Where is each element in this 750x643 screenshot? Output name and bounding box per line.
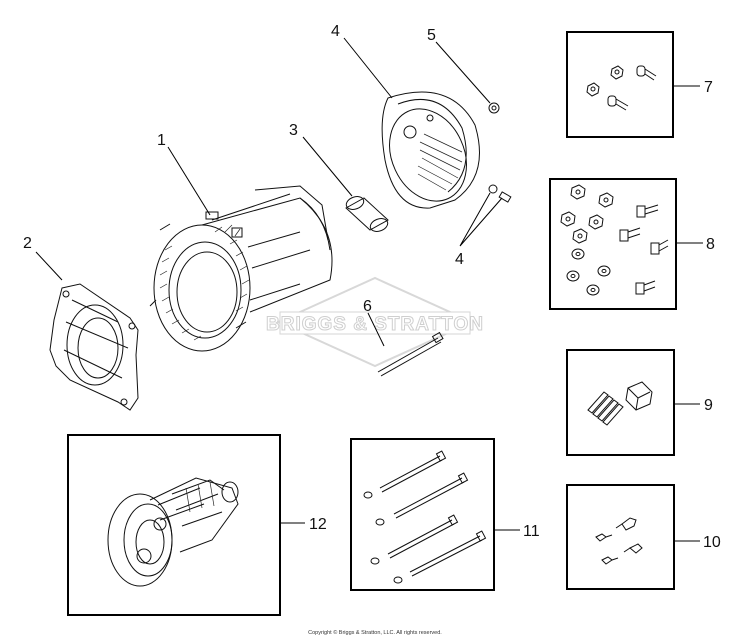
callout-10: 10 xyxy=(703,534,721,551)
part-6-through-bolt xyxy=(377,331,444,377)
terminal-lug-icon xyxy=(595,517,643,565)
stud-bolt-icon xyxy=(379,450,487,577)
part-1-stator-housing xyxy=(149,185,333,352)
connector-housing-icon xyxy=(625,381,653,411)
kit-box-10 xyxy=(566,484,700,590)
callout-6: 6 xyxy=(363,298,372,315)
hex-nut-icon xyxy=(560,184,614,244)
kit-box-7 xyxy=(566,31,700,138)
callout-4-fan-cover: 4 xyxy=(331,23,340,40)
kit-box-8 xyxy=(549,178,703,310)
leader-lines xyxy=(35,37,503,347)
part-3-cap xyxy=(345,196,389,232)
callout-labels: 1 2 3 4 5 4 6 7 8 9 10 11 12 xyxy=(23,23,721,551)
svg-text:BRIGGS & STRATTON: BRIGGS & STRATTON xyxy=(266,314,484,335)
hex-nut-icon xyxy=(586,65,624,97)
rotor-assembly-icon xyxy=(107,477,239,587)
brand-watermark: BRIGGS & STRATTON xyxy=(266,276,484,368)
kit-box-9 xyxy=(566,349,700,456)
washer-icon xyxy=(566,248,611,296)
washer-icon xyxy=(363,491,403,584)
callout-11: 11 xyxy=(523,523,540,540)
callout-2: 2 xyxy=(23,235,32,252)
callout-7: 7 xyxy=(704,79,713,96)
bolt-icon xyxy=(607,65,657,111)
part-4-screws xyxy=(488,184,512,203)
callout-8: 8 xyxy=(706,236,715,253)
copyright-notice: Copyright © Briggs & Stratton, LLC. All … xyxy=(308,630,442,636)
kit-box-12-rotor xyxy=(67,434,305,616)
callout-4-screws: 4 xyxy=(455,251,464,268)
part-4-fan-cover xyxy=(381,91,480,209)
callout-1: 1 xyxy=(157,132,166,149)
callout-12: 12 xyxy=(309,516,327,533)
connector-terminals-icon xyxy=(587,391,624,426)
callout-9: 9 xyxy=(704,397,713,414)
callout-3: 3 xyxy=(289,122,298,139)
part-5-nut xyxy=(488,102,500,114)
callout-5: 5 xyxy=(427,27,436,44)
bolt-icon xyxy=(619,204,669,295)
kit-box-11 xyxy=(350,438,520,591)
part-2-end-bracket xyxy=(49,283,139,411)
